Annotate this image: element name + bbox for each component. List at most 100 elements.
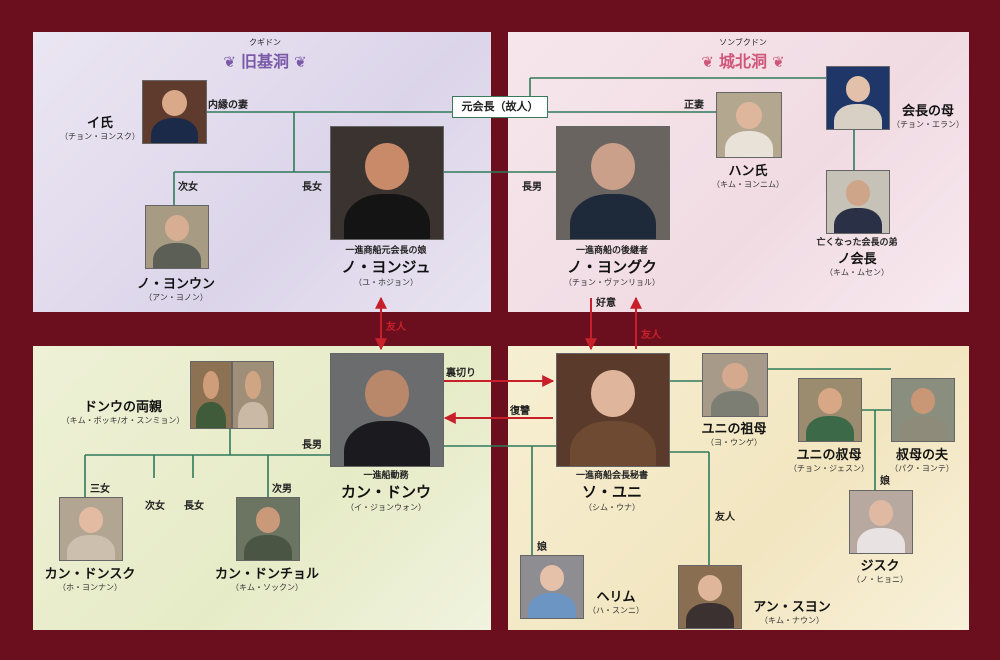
ornament-icon: ❦ [772,53,785,71]
portrait-kang-donu[interactable] [330,353,444,467]
portrait-i-shi[interactable] [142,80,207,144]
portrait-no-chairman[interactable] [826,170,890,234]
person-name: ヘリム [596,590,636,605]
label-no-yonju: 一進商船元会長の娘 ノ・ヨンジュ （ユ・ホジョン） [316,243,456,288]
person-name: カン・ドンスク [44,567,136,582]
relation-musume1: 娘 [537,542,547,553]
actor-name: （キム・ソックン） [231,583,303,592]
actor-name: （パク・ヨンテ） [890,464,954,473]
actor-name: （チョン・ヨンスク） [60,132,140,141]
person-name: ノ・ヨンウン [136,277,215,292]
actor-name: （アン・ヨノン） [144,293,208,302]
portrait-no-yonju[interactable] [330,126,444,240]
actor-name: （キム・ナウン） [760,616,824,625]
relation-chojo: 長女 [302,182,322,193]
ornament-icon: ❦ [701,53,714,71]
label-no-chairman: 亡くなった会長の弟 ノ会長 （キム・ムセン） [802,235,912,278]
portrait-donu-father[interactable] [232,361,274,429]
actor-name: （キム・ヨンニム） [712,180,784,189]
portrait-han-shi[interactable] [716,92,782,158]
relation-jijo: 次女 [178,182,198,193]
actor-name: （イ・ジョンウォン） [346,503,426,512]
person-name: 会長の母 [901,104,954,119]
actor-name: （キム・ムセン） [825,268,889,277]
relation-koui: 好意 [596,298,616,309]
portrait-aunt-husband[interactable] [891,378,955,442]
portrait-jisuku[interactable] [849,490,913,554]
label-yuni-aunt: ユニの叔母 （チョン・ジェスン） [779,444,879,474]
person-role: 亡くなった会長の弟 [816,238,898,248]
label-han-shi: ハン氏 （キム・ヨンニム） [703,160,793,190]
person-name: ノ会長 [837,252,877,267]
portrait-herimu[interactable] [520,555,584,619]
label-i-shi: イ氏 （チョン・ヨンスク） [60,112,140,142]
district-name-left: 旧基洞 [240,52,289,71]
portrait-yuni-aunt[interactable] [798,378,862,442]
relation-yujin-left: 友人 [386,322,406,333]
label-chairman-mother: 会長の母 （チョン・エラン） [888,100,968,130]
person-role: 一進商船の後継者 [575,246,648,256]
person-role: 一進商船会長秘書 [575,471,648,481]
relation-jinan: 次男 [272,484,292,495]
relation-musume2: 娘 [880,476,890,487]
label-kang-donsuku: カン・ドンスク （ホ・ヨンナン） [40,563,140,593]
ornament-icon: ❦ [294,53,307,71]
relation-jijo2: 次女 [145,501,165,512]
relation-chonan: 長男 [522,182,542,193]
person-role: 一進船動務 [363,471,409,481]
former-chairman-box: 元会長（故人） [452,96,548,118]
portrait-an-suon[interactable] [678,565,742,629]
relation-yujin-right: 友人 [641,330,661,341]
actor-name: （ハ・スンニ） [588,606,644,615]
relation-chonan2: 長男 [302,440,322,451]
person-name: ユニの叔母 [796,448,862,463]
label-kang-donchoru: カン・ドンチョル （キム・ソックン） [212,563,322,593]
district-heading-right: ソンブクドン ❦ 城北洞 ❦ [668,37,818,72]
actor-name: （ノ・ヒョニ） [852,575,908,584]
actor-name: （ユ・ホジョン） [354,278,418,287]
relation-yujin-bottom: 友人 [715,512,735,523]
portrait-donu-mother[interactable] [190,361,232,429]
label-donu-parents: ドンウの両親 （キム・ボッキ/オ・スンミョン） [58,396,188,426]
portrait-kang-donsuku[interactable] [59,497,123,561]
portrait-kang-donchoru[interactable] [236,497,300,561]
relation-naien: 内縁の妻 [208,100,248,111]
label-no-yonun: ノ・ヨンウン （アン・ヨノン） [126,273,226,303]
person-name: カン・ドンウ [340,483,431,501]
person-name: 叔母の夫 [895,448,948,463]
label-yuni-grandmother: ユニの祖母 （ヨ・ウンゲ） [694,418,774,448]
ornament-icon: ❦ [223,53,236,71]
actor-name: （キム・ボッキ/オ・スンミョン） [61,416,185,425]
label-herimu: ヘリム （ハ・スンニ） [584,586,648,616]
portrait-no-yonun[interactable] [145,205,209,269]
actor-name: （ホ・ヨンナン） [58,583,122,592]
actor-name: （ヨ・ウンゲ） [706,438,762,447]
relation-uragiri: 裏切り [446,368,476,379]
label-no-yonguku: 一進商船の後継者 ノ・ヨングク （チョン・ヴァンリョル） [542,243,682,288]
person-name: ユニの祖母 [701,422,767,437]
person-name: ドンウの両親 [83,400,162,415]
person-name: カン・ドンチョル [214,567,319,582]
portrait-chairman-mother[interactable] [826,66,890,130]
portrait-so-yuni[interactable] [556,353,670,467]
person-name: アン・スヨン [753,600,831,615]
district-ruby-left: クギドン [249,38,281,47]
label-kang-donu: 一進船動務 カン・ドンウ （イ・ジョンウォン） [316,468,456,513]
district-name-right: 城北洞 [718,52,767,71]
label-so-yuni: 一進商船会長秘書 ソ・ユニ （シム・ウナ） [542,468,682,513]
actor-name: （チョン・エラン） [892,120,964,129]
person-name: ノ・ヨングク [567,258,657,276]
label-an-suon: アン・スヨン （キム・ナウン） [744,596,840,626]
portrait-no-yonguku[interactable] [556,126,670,240]
relation-sanjo: 三女 [90,484,110,495]
relation-seisai: 正妻 [684,100,704,111]
person-name: ハン氏 [728,164,768,179]
actor-name: （チョン・ヴァンリョル） [564,278,660,287]
district-ruby-right: ソンブクドン [719,38,767,47]
person-name: ソ・ユニ [581,483,642,501]
person-name: ノ・ヨンジュ [341,258,431,276]
portrait-yuni-grandmother[interactable] [702,353,768,417]
person-name: ジスク [860,559,900,574]
label-aunt-husband: 叔母の夫 （パク・ヨンテ） [877,444,967,474]
district-heading-left: クギドン ❦ 旧基洞 ❦ [190,37,340,72]
